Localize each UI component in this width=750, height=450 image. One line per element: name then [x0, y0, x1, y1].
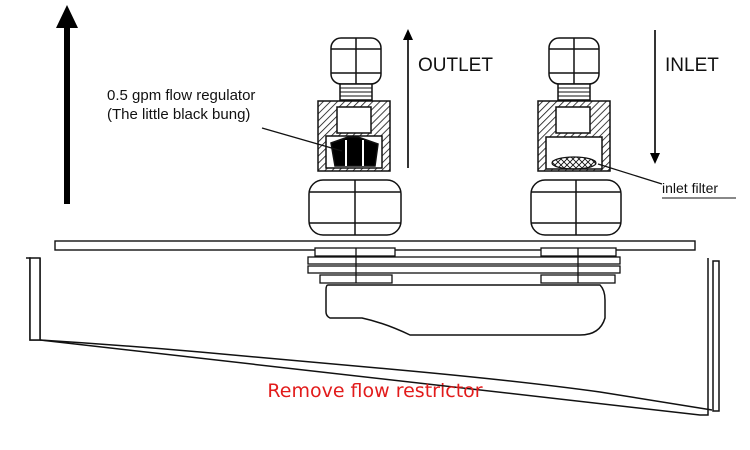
housing-body: [26, 257, 720, 416]
regulator-label-line1: 0.5 gpm flow regulator: [107, 87, 256, 104]
outlet-label: OUTLET: [418, 55, 493, 76]
inlet-label: INLET: [665, 55, 719, 76]
outlet-fitting: [308, 37, 402, 236]
lower-block: [325, 284, 606, 336]
inlet-filter-screen: [551, 156, 597, 170]
inlet-fitting: [530, 37, 622, 236]
regulator-label-line2: (The little black bung): [107, 106, 251, 123]
filter-leader-line: [597, 163, 663, 185]
inlet-filter-label: inlet filter: [662, 180, 719, 196]
washer-stack: [307, 247, 621, 284]
regulator-leader-line: [261, 127, 343, 152]
inlet-arrow: [650, 30, 660, 164]
caption-text: Remove flow restrictor: [267, 380, 483, 402]
flow-regulator-bung: [330, 136, 379, 167]
up-direction-arrow: [56, 5, 78, 204]
outlet-arrow: [403, 29, 413, 168]
